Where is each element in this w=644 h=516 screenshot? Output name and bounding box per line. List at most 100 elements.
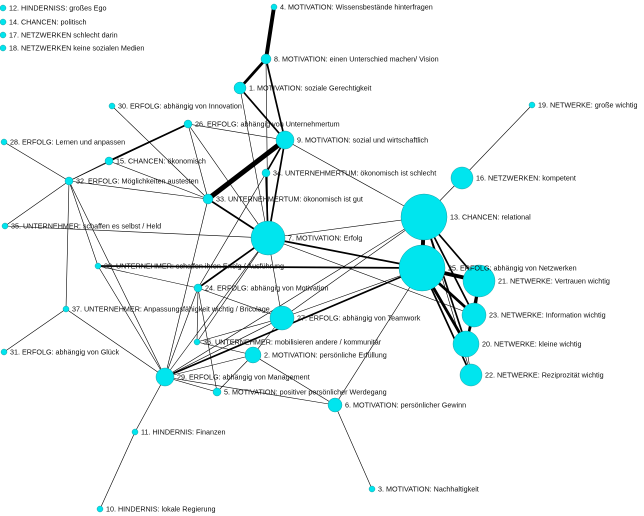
edge-n27-n29 — [164, 317, 283, 378]
node-n2 — [244, 346, 262, 364]
edge-n7-n23 — [267, 237, 475, 316]
node-label-n36: 36. UNTERNEHMER: mobilisieren andere / k… — [203, 338, 382, 347]
node-label-n26: 26. ERFOLG: abhängig von Unternehmertum — [195, 120, 340, 129]
edge-n33-n15 — [108, 160, 209, 200]
edge-n1-n8 — [238, 57, 268, 90]
node-n5 — [212, 387, 222, 397]
node-label-n12: 12. HINDERNISS: großes Ego — [9, 4, 106, 13]
node-n9 — [275, 130, 295, 150]
edge-n26-n7 — [187, 123, 269, 239]
node-n22 — [459, 363, 483, 387]
edge-n7-n13 — [267, 216, 425, 239]
edge-n33-n29 — [164, 198, 209, 378]
node-n14 — [0, 18, 7, 26]
edge-layer — [3, 5, 533, 510]
edge-n32-n29 — [68, 180, 166, 378]
node-label-n9: 9. MOTIVATION: sozial und wirtschaftlich — [297, 136, 428, 145]
node-label-n33: 33. UNTERNEHMERTUM: ökonomisch ist gut — [216, 195, 363, 204]
edge-n27-n24 — [197, 287, 283, 319]
node-label-n7: 7. MOTIVATION: Erfolg — [288, 234, 362, 243]
node-n32 — [64, 176, 74, 186]
node-label-n34: 34. UNTERNEHMERTUM: ökonomisch ist schle… — [273, 169, 436, 178]
node-n37 — [62, 305, 70, 313]
edge-n8-n9 — [265, 58, 286, 141]
node-n15 — [104, 156, 114, 166]
edge-n34-n24 — [197, 172, 267, 289]
edge-n29-n2 — [164, 354, 254, 378]
node-label-n14: 14. CHANCEN: politisch — [9, 18, 87, 27]
node-n26 — [183, 119, 193, 129]
node-n27 — [269, 305, 295, 331]
node-n8 — [260, 53, 272, 65]
node-n13 — [400, 193, 448, 241]
node-n28 — [0, 138, 8, 146]
node-label-n6: 6. MOTIVATION: persönlicher Gewinn — [345, 401, 466, 410]
node-n4 — [270, 3, 278, 11]
node-n1 — [233, 81, 247, 95]
node-label-n11: 11. HINDERNIS: Finanzen — [141, 428, 226, 437]
edge-n16-n19 — [461, 104, 533, 179]
node-label-n18: 18. NETZWERKEN keine sozialen Medien — [9, 44, 144, 53]
edge-n15-n32 — [68, 160, 110, 182]
edge-n7-n36 — [196, 237, 269, 343]
edge-n9-n33 — [205, 137, 288, 202]
edge-n31-n37 — [3, 308, 67, 353]
node-label-n29: 29. ERFOLG: abhängig von Management — [177, 373, 310, 382]
node-label-n32: 32. ERFOLG: Möglichkeiten austesten — [76, 177, 199, 186]
node-label-n10: 10. HINDERNIS: lokale Regierung — [106, 505, 215, 514]
node-label-n3: 3. MOTIVATION: Nachhaltigkeit — [378, 485, 479, 494]
node-label-n2: 2. MOTIVATION: persönliche Erfüllung — [264, 351, 387, 360]
edge-n29-n6 — [164, 376, 336, 406]
node-n19 — [528, 101, 536, 109]
node-label-n20: 20. NETWERKE: kleine wichtig — [482, 340, 581, 349]
edge-n32-n35 — [4, 180, 70, 227]
node-n16 — [450, 166, 474, 190]
node-label-n30: 30. ERFOLG: abhängig von Innovation — [118, 102, 242, 111]
edge-n9-n26 — [187, 123, 286, 141]
node-label-n24: 24. ERFOLG: abhängig von Motivation — [205, 284, 328, 293]
edge-n38-n25 — [97, 265, 423, 269]
node-label-n21: 21. NETWERKE: Vertrauen wichtig — [498, 277, 610, 286]
node-n12 — [0, 4, 7, 12]
node-label-n17: 17. NETZWERKEN schlecht darin — [9, 31, 118, 40]
node-n6 — [327, 397, 343, 413]
edge-n36-n2 — [196, 341, 254, 356]
edge-n32-n38 — [68, 180, 99, 267]
node-label-n1: 1. MOTIVATION: soziale Gerechtigkeit — [249, 84, 371, 93]
node-n3 — [368, 485, 376, 493]
node-n36 — [193, 338, 201, 346]
edge-n6-n25 — [334, 267, 423, 406]
edge-n13-n29 — [164, 216, 425, 378]
edge-n37-n29 — [65, 308, 166, 378]
edge-n24-n29 — [164, 287, 199, 378]
node-n38 — [94, 262, 102, 270]
node-label-n23: 23. NETWERKE: Information wichtig — [489, 311, 606, 320]
node-label-n25: 25. ERFOLG: abhängig von Netzwerken — [448, 264, 577, 273]
edge-n26-n32 — [68, 123, 189, 182]
node-label-n5: 5. MOTIVATION: positiver persönlicher We… — [224, 388, 387, 397]
node-n33 — [202, 193, 214, 205]
node-label-n13: 13. CHANCEN: relational — [450, 213, 531, 222]
edge-n9-n13 — [284, 139, 425, 218]
node-label-n27: 27. ERFOLG: abhängig von Teamwork — [297, 314, 421, 323]
edge-n6-n3 — [334, 404, 373, 490]
edge-n2-n6 — [252, 354, 336, 406]
node-label-n38: 38. UNTERNEHMER: schaffen ihren Erfolg /… — [104, 262, 284, 271]
edge-n11-n10 — [99, 431, 136, 510]
edge-n32-n37 — [65, 180, 70, 310]
node-label-n15: 15. CHANCEN: ökonomisch — [116, 157, 206, 166]
node-n20 — [452, 330, 480, 358]
node-n25 — [398, 244, 446, 292]
node-n17 — [0, 31, 7, 39]
node-label-n37: 37. UNTERNEHMER: Anpassungsfähigkeit wic… — [72, 305, 270, 314]
edge-n33-n32 — [68, 180, 209, 200]
node-n35 — [1, 222, 9, 230]
node-label-n16: 16. NETZWERKEN: kompetent — [476, 174, 576, 183]
edge-n27-n36 — [196, 317, 283, 343]
node-n29 — [155, 367, 175, 387]
edge-n35-n7 — [4, 225, 269, 239]
node-n18 — [0, 44, 7, 52]
edge-n2-n5 — [216, 354, 254, 393]
node-n23 — [461, 302, 487, 328]
